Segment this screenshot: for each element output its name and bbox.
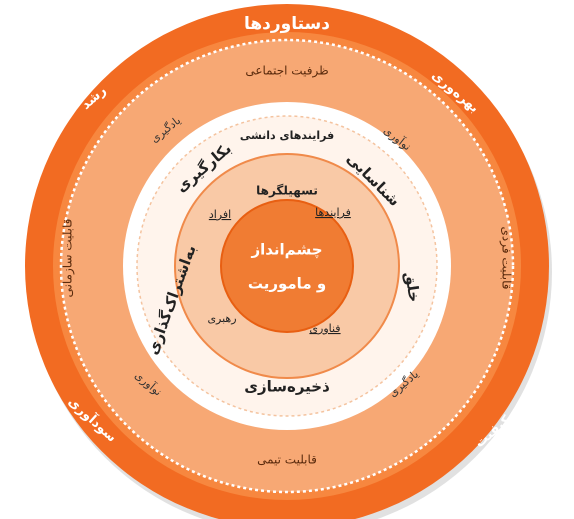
center-circle: [220, 199, 354, 333]
capability-organizational: قابلیت سازمانی: [61, 219, 76, 298]
enabler-leadership: رهبری: [207, 312, 236, 325]
capability-team: قابلیت تیمی: [257, 453, 317, 467]
capability-individual: قابلیت فردی: [499, 226, 514, 289]
enablers-title: تسهیلگرها: [256, 184, 318, 198]
enabler-people: افراد: [209, 208, 231, 221]
enabler-processes: فرایندها: [315, 206, 351, 219]
outcomes-title: دستاوردها: [244, 14, 330, 34]
capability-social: ظرفیت اجتماعی: [245, 64, 328, 79]
center-vision: چشم‌انداز: [250, 241, 322, 260]
process-storage: ذخیره‌سازی: [244, 378, 330, 396]
process-creation: خلق: [401, 271, 423, 304]
center-mission: و ماموریت: [248, 275, 326, 293]
knowledge-title: فرایندهای دانشی: [240, 129, 334, 142]
enabler-technology: فناوری: [309, 322, 340, 335]
